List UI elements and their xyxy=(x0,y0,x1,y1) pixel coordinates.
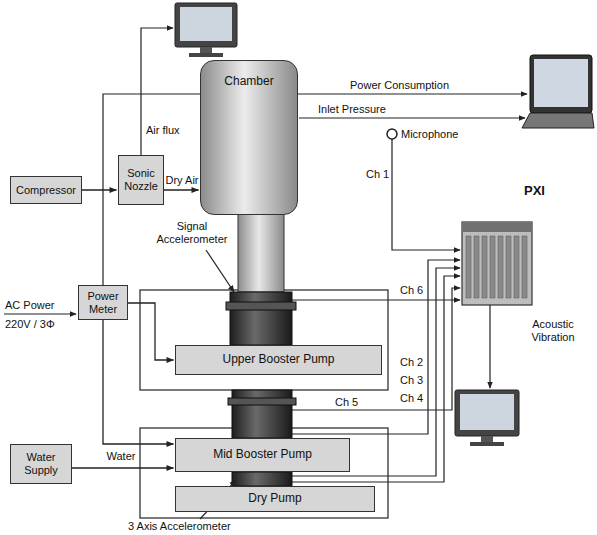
label-text: Ch 2 xyxy=(400,356,423,369)
pump-flange xyxy=(230,292,292,345)
pump-box: Dry Pump xyxy=(175,486,375,512)
edge-label: Dry Air xyxy=(165,174,200,187)
pump-flange xyxy=(238,214,284,292)
node-text: Mid Booster Pump xyxy=(213,448,312,462)
pump-housing xyxy=(140,290,388,390)
process-box: Power Meter xyxy=(78,285,128,320)
pxi-chassis xyxy=(462,222,532,232)
leader-line xyxy=(206,250,234,292)
laptop-icon xyxy=(522,55,594,128)
flow-arrow xyxy=(164,189,199,190)
pxi-chassis xyxy=(462,222,532,305)
edge-label: Water xyxy=(106,450,137,463)
signal-wire xyxy=(299,117,525,118)
computer-icon xyxy=(175,3,237,47)
label-text: Air flux xyxy=(146,124,180,137)
computer-icon xyxy=(180,7,232,41)
monitor-icon xyxy=(460,394,514,430)
card-slot xyxy=(466,236,471,298)
label-text: AC Power xyxy=(5,299,55,312)
label-text: Ch 6 xyxy=(400,284,423,297)
node-text: Dry Pump xyxy=(248,492,301,506)
card-slot xyxy=(498,236,503,298)
pump-flange xyxy=(232,472,292,486)
label-text: 3 Axis Accelerometer xyxy=(128,520,231,533)
laptop-icon xyxy=(522,113,594,128)
laptop-icon xyxy=(530,55,592,113)
card-slot xyxy=(474,236,479,298)
process-box: Water Supply xyxy=(10,444,72,484)
process-box: Compressor xyxy=(10,176,82,204)
computer-icon xyxy=(200,47,212,53)
pump-flange xyxy=(228,398,296,405)
pump-flange xyxy=(232,390,292,438)
label-text: PXI xyxy=(524,184,545,199)
label-text: 220V / 3Φ xyxy=(5,318,55,331)
card-slot xyxy=(482,236,487,298)
node-text: Power Meter xyxy=(82,290,124,315)
pump-box: Mid Booster Pump xyxy=(175,438,350,472)
card-slot xyxy=(466,236,527,298)
label-text: Signal Accelerometer xyxy=(152,220,232,245)
pump-box: Upper Booster Pump xyxy=(175,345,382,375)
monitor-icon xyxy=(455,390,519,436)
microphone-symbol xyxy=(387,129,397,139)
card-slot xyxy=(522,236,527,298)
vacuum-chamber: Chamber xyxy=(200,60,298,215)
label-text: Ch 5 xyxy=(335,396,358,409)
pxi-chassis xyxy=(462,222,532,305)
signal-wire xyxy=(103,94,527,285)
flow-arrow xyxy=(128,303,174,360)
node-text: Water Supply xyxy=(14,451,68,476)
node-text: Sonic Nozzle xyxy=(122,167,160,192)
label-text: Ch 1 xyxy=(366,168,389,181)
node-text: Chamber xyxy=(224,75,273,89)
signal-wire xyxy=(392,139,460,250)
label-text: Ch 3 xyxy=(400,374,423,387)
pump-flange xyxy=(226,302,296,310)
monitor-icon xyxy=(481,436,493,442)
flow-arrow xyxy=(82,189,117,190)
label-text: Microphone xyxy=(401,128,458,141)
computer-icon xyxy=(189,53,223,57)
card-slot xyxy=(506,236,511,298)
signal-wire xyxy=(4,28,527,482)
label-text: Inlet Pressure xyxy=(318,103,386,116)
card-slot xyxy=(490,236,495,298)
laptop-icon xyxy=(534,59,588,107)
pump-housing xyxy=(140,428,388,518)
monitor-icon xyxy=(470,442,504,446)
flow-arrow xyxy=(72,467,174,468)
computer-icon xyxy=(175,3,237,57)
signal-wire xyxy=(292,299,460,300)
node-text: Upper Booster Pump xyxy=(222,353,334,367)
signal-wire xyxy=(4,313,76,314)
label-text: Ch 4 xyxy=(400,392,423,405)
signal-wire xyxy=(489,305,490,388)
process-box: Sonic Nozzle xyxy=(118,155,164,205)
label-text: Power Consumption xyxy=(350,79,449,92)
label-text: Acoustic Vibration xyxy=(520,318,586,343)
node-text: Compressor xyxy=(16,184,76,197)
monitor-icon xyxy=(455,390,519,446)
leader-line xyxy=(200,250,236,519)
pump-housing xyxy=(140,290,388,518)
card-slot xyxy=(514,236,519,298)
flow-arrow xyxy=(103,320,174,444)
